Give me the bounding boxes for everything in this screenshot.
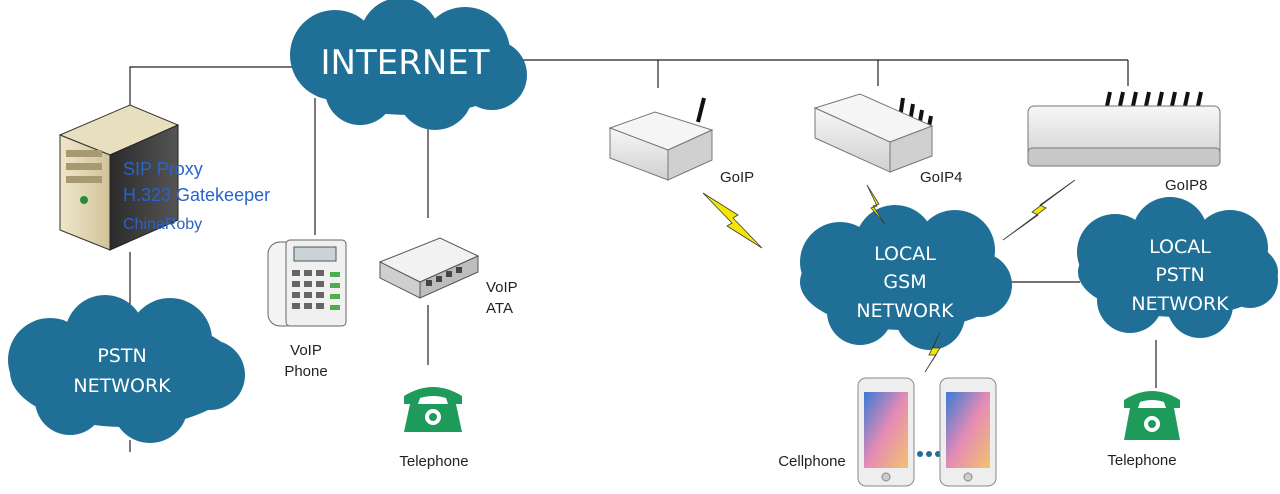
local-gsm-label-2: GSM bbox=[883, 271, 926, 293]
local-pstn-label-1: LOCAL bbox=[1149, 236, 1211, 258]
local-pstn-label-3: NETWORK bbox=[1131, 293, 1229, 315]
cellphone-icon-1 bbox=[857, 377, 915, 487]
local-gsm-label-3: NETWORK bbox=[856, 300, 954, 322]
voip-ata-label-1: VoIP bbox=[486, 279, 518, 296]
voip-ata-icon bbox=[378, 237, 480, 299]
voip-phone-label-2: Phone bbox=[284, 363, 327, 380]
server-label-sip-proxy: SIP Proxy bbox=[123, 159, 203, 179]
local-pstn-label-2: PSTN bbox=[1155, 264, 1204, 286]
cellphone-label: Cellphone bbox=[778, 453, 846, 470]
telephone-left-icon bbox=[404, 387, 462, 432]
internet-label: INTERNET bbox=[320, 43, 489, 83]
wireless-signal-icons bbox=[702, 179, 1076, 373]
pstn-network-label-2: NETWORK bbox=[73, 375, 171, 397]
internet-cloud bbox=[290, 0, 527, 130]
pstn-network-label-1: PSTN bbox=[97, 345, 146, 367]
local-gsm-label-1: LOCAL bbox=[874, 243, 936, 265]
goip8-label: GoIP8 bbox=[1165, 177, 1208, 194]
telephone-right-icon bbox=[1124, 391, 1180, 440]
cellphone-icon-2 bbox=[939, 377, 997, 487]
goip-icon bbox=[608, 97, 714, 181]
goip8-icon bbox=[1027, 91, 1221, 167]
goip-label: GoIP bbox=[720, 169, 754, 186]
telephone-right-label: Telephone bbox=[1107, 452, 1176, 469]
local-pstn-network-cloud bbox=[1077, 197, 1278, 338]
ellipsis-dots bbox=[917, 451, 941, 457]
voip-phone-icon bbox=[267, 239, 347, 327]
goip4-label: GoIP4 bbox=[920, 169, 963, 186]
pstn-network-cloud bbox=[8, 295, 245, 443]
server-icon bbox=[58, 104, 180, 251]
telephone-left-label: Telephone bbox=[399, 453, 468, 470]
local-gsm-network-cloud bbox=[800, 205, 1012, 350]
voip-phone-label-1: VoIP bbox=[290, 342, 322, 359]
server-label-gatekeeper: H.323 Gatekeeper bbox=[123, 185, 270, 205]
goip4-icon bbox=[813, 93, 934, 173]
server-label-chinaroby: ChinaRoby bbox=[123, 216, 202, 233]
voip-ata-label-2: ATA bbox=[486, 300, 513, 317]
